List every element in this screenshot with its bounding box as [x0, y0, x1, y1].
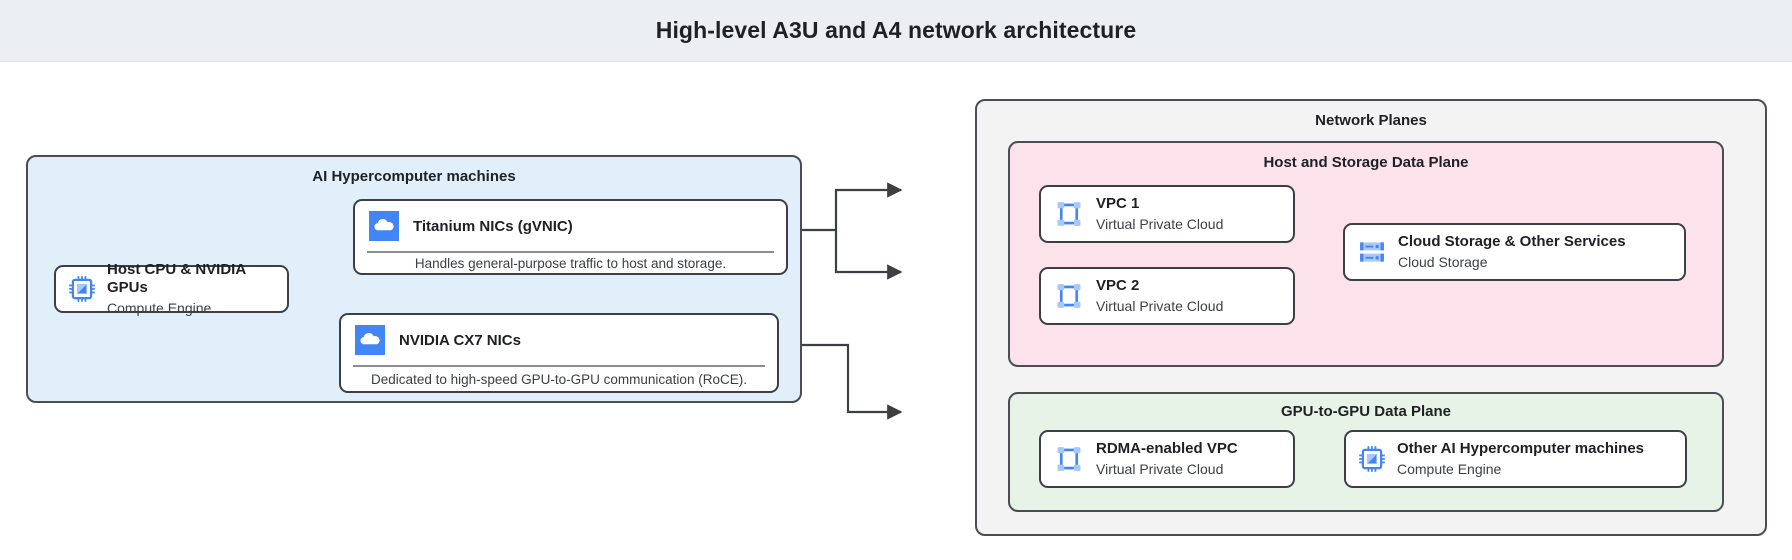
card-subtitle: Compute Engine	[107, 300, 212, 317]
vpc-icon	[1053, 443, 1085, 475]
vpc-icon	[1053, 280, 1085, 312]
card-vpc-2[interactable]: VPC 2 Virtual Private Cloud	[1039, 267, 1295, 325]
card-title: RDMA-enabled VPC	[1096, 440, 1238, 458]
panel-network-planes: Network Planes Host and Storage Data Pla…	[975, 99, 1767, 536]
card-title: Other AI Hypercomputer machines	[1397, 440, 1645, 458]
cloud-storage-icon	[1357, 237, 1387, 267]
title-bar: High-level A3U and A4 network architectu…	[0, 0, 1792, 62]
card-nvidia-cx7-nics[interactable]: NVIDIA CX7 NICs Dedicated to high-speed …	[339, 313, 779, 393]
card-rdma-enabled-vpc-text: RDMA-enabled VPC Virtual Private Cloud	[1096, 440, 1238, 478]
card-titanium-nics-title: Titanium NICs (gVNIC)	[413, 217, 573, 235]
panel-title-network-planes: Network Planes	[1315, 112, 1427, 129]
card-titanium-nics[interactable]: Titanium NICs (gVNIC) Handles general-pu…	[353, 199, 788, 275]
panel-gpu-to-gpu-data-plane: GPU-to-GPU Data Plane RDMA-enabled VPC V…	[1008, 392, 1724, 512]
card-divider	[353, 365, 765, 367]
panel-title-gpu-to-gpu-data-plane: GPU-to-GPU Data Plane	[1280, 403, 1452, 420]
cpu-chip-icon	[1358, 445, 1386, 473]
card-title: Cloud Storage & Other Services	[1398, 233, 1626, 251]
card-nvidia-cx7-nics-title: NVIDIA CX7 NICs	[399, 331, 521, 349]
card-cloud-storage-text: Cloud Storage & Other Services Cloud Sto…	[1398, 233, 1626, 271]
panel-host-storage-data-plane: Host and Storage Data Plane VPC 1 Virtua…	[1008, 141, 1724, 367]
card-vpc-1[interactable]: VPC 1 Virtual Private Cloud	[1039, 185, 1295, 243]
wire-titanium-to-vpc2	[834, 230, 903, 280]
cloud-icon	[369, 211, 399, 241]
page-title: High-level A3U and A4 network architectu…	[655, 17, 1137, 43]
cloud-icon	[355, 325, 385, 355]
card-rdma-enabled-vpc[interactable]: RDMA-enabled VPC Virtual Private Cloud	[1039, 430, 1295, 488]
card-title: Host CPU & NVIDIA GPUs	[107, 260, 246, 297]
card-cloud-storage[interactable]: Cloud Storage & Other Services Cloud Sto…	[1343, 223, 1686, 281]
cpu-chip-icon	[68, 275, 96, 303]
panel-title-host-storage-data-plane: Host and Storage Data Plane	[1263, 154, 1469, 171]
card-other-ai-hypercomputer-machines[interactable]: Other AI Hypercomputer machines Compute …	[1344, 430, 1687, 488]
card-host-cpu-gpus-text: Host CPU & NVIDIA GPUs Compute Engine	[107, 261, 275, 318]
card-title: VPC 1	[1096, 195, 1140, 213]
card-subtitle: Cloud Storage	[1398, 253, 1488, 270]
card-vpc-1-text: VPC 1 Virtual Private Cloud	[1096, 195, 1223, 233]
wire-titanium-to-vpc1	[834, 182, 903, 230]
card-nvidia-cx7-nics-description: Dedicated to high-speed GPU-to-GPU commu…	[371, 371, 747, 387]
card-subtitle: Virtual Private Cloud	[1096, 460, 1224, 477]
panel-ai-hypercomputer-machines: AI Hypercomputer machines Host CPU	[26, 155, 802, 403]
card-subtitle: Virtual Private Cloud	[1096, 297, 1224, 314]
card-titanium-nics-description: Handles general-purpose traffic to host …	[414, 255, 727, 271]
card-host-cpu-gpus[interactable]: Host CPU & NVIDIA GPUs Compute Engine	[54, 261, 289, 316]
panel-title-ai-hypercomputer-machines: AI Hypercomputer machines	[312, 168, 516, 185]
card-title: VPC 2	[1096, 277, 1140, 295]
vpc-icon	[1053, 198, 1085, 230]
card-subtitle: Compute Engine	[1397, 460, 1502, 477]
card-nvidia-cx7-nics-head: NVIDIA CX7 NICs	[341, 315, 777, 365]
card-titanium-nics-head: Titanium NICs (gVNIC)	[355, 201, 786, 251]
card-divider	[367, 251, 774, 253]
card-other-ai-hypercomputer-machines-text: Other AI Hypercomputer machines Compute …	[1397, 440, 1644, 478]
card-vpc-2-text: VPC 2 Virtual Private Cloud	[1096, 277, 1223, 315]
card-subtitle: Virtual Private Cloud	[1096, 215, 1224, 232]
